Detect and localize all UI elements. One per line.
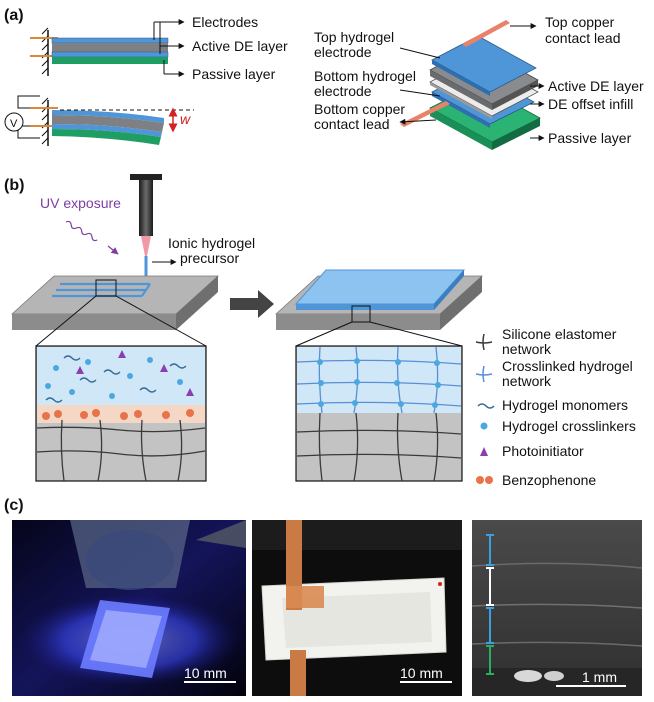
- legend-crosslinker-icon: [480, 422, 488, 430]
- label-stack-passive: Passive layer: [548, 130, 632, 146]
- substrate-left: [10, 275, 220, 330]
- legend-benzophenone: Benzophenone: [502, 472, 596, 488]
- label-active-de-layer: Active DE layer: [192, 38, 288, 54]
- precursor-label-2: precursor: [180, 250, 239, 266]
- label-electrodes: Electrodes: [192, 14, 258, 30]
- label-top-hydrogel-1: Top hydrogel: [314, 29, 394, 45]
- label-top-copper-1: Top copper: [545, 14, 615, 30]
- panel-b-tag: (b): [4, 177, 24, 194]
- zoom-box-left: [35, 345, 207, 482]
- label-bottom-hydrogel-2: electrode: [314, 83, 372, 99]
- label-passive-layer: Passive layer: [192, 66, 276, 82]
- legend-photoinitiator: Photoinitiator: [502, 443, 584, 459]
- label-top-copper-2: contact lead: [545, 30, 621, 46]
- voltage-symbol: V: [10, 118, 18, 130]
- legend-benzophenone-icon: [476, 476, 493, 484]
- photo-printed-actuator: [252, 520, 462, 696]
- legend: [475, 333, 495, 484]
- legend-monomer-icon: [477, 403, 495, 409]
- exploded-stack: [400, 20, 541, 150]
- zoom-lines: [35, 295, 463, 347]
- uv-wave-icon: [65, 220, 98, 242]
- label-de-offset-infill: DE offset infill: [548, 96, 633, 112]
- legend-silicone-icon: [475, 333, 493, 351]
- zoom-box-right: [295, 345, 463, 482]
- label-stack-active-de: Active DE layer: [548, 78, 644, 94]
- leader-lines-a: [153, 19, 185, 77]
- process-arrow: [230, 290, 274, 318]
- substrate-right: [274, 269, 484, 330]
- scale-bar-2: 10 mm: [400, 665, 443, 681]
- panel-a-tag: (a): [4, 7, 24, 24]
- legend-silicone-2: network: [502, 341, 552, 357]
- legend-monomers: Hydrogel monomers: [502, 397, 628, 413]
- panel-c-tag: (c): [4, 497, 24, 514]
- label-bottom-copper-2: contact lead: [314, 116, 390, 132]
- legend-crosslinked-icon: [475, 365, 493, 383]
- leader-lines-stack: [399, 23, 545, 141]
- uv-arrow: [107, 245, 119, 255]
- label-bottom-copper-1: Bottom copper: [314, 101, 405, 117]
- actuator-straight: [30, 27, 169, 76]
- deflection-symbol: w: [180, 111, 191, 127]
- label-bottom-hydrogel-1: Bottom hydrogel: [314, 68, 416, 84]
- scale-bar-3: 1 mm: [582, 669, 617, 685]
- actuator-bent: [4, 95, 194, 146]
- photo-sem-cross-section: [471, 520, 643, 696]
- legend-crosslinked-2: network: [502, 373, 552, 389]
- label-top-hydrogel-2: electrode: [314, 44, 372, 60]
- legend-silicone-1: Silicone elastomer: [502, 326, 617, 342]
- photo-uv-printing: [12, 520, 246, 696]
- legend-crosslinked-1: Crosslinked hydrogel: [502, 358, 633, 374]
- scale-bar-1: 10 mm: [184, 665, 227, 681]
- precursor-label-1: Ionic hydrogel: [168, 235, 255, 251]
- legend-photoinitiator-icon: [480, 447, 488, 456]
- uv-exposure-label: UV exposure: [40, 195, 121, 211]
- legend-crosslinkers: Hydrogel crosslinkers: [502, 418, 636, 434]
- print-nozzle: [130, 174, 162, 284]
